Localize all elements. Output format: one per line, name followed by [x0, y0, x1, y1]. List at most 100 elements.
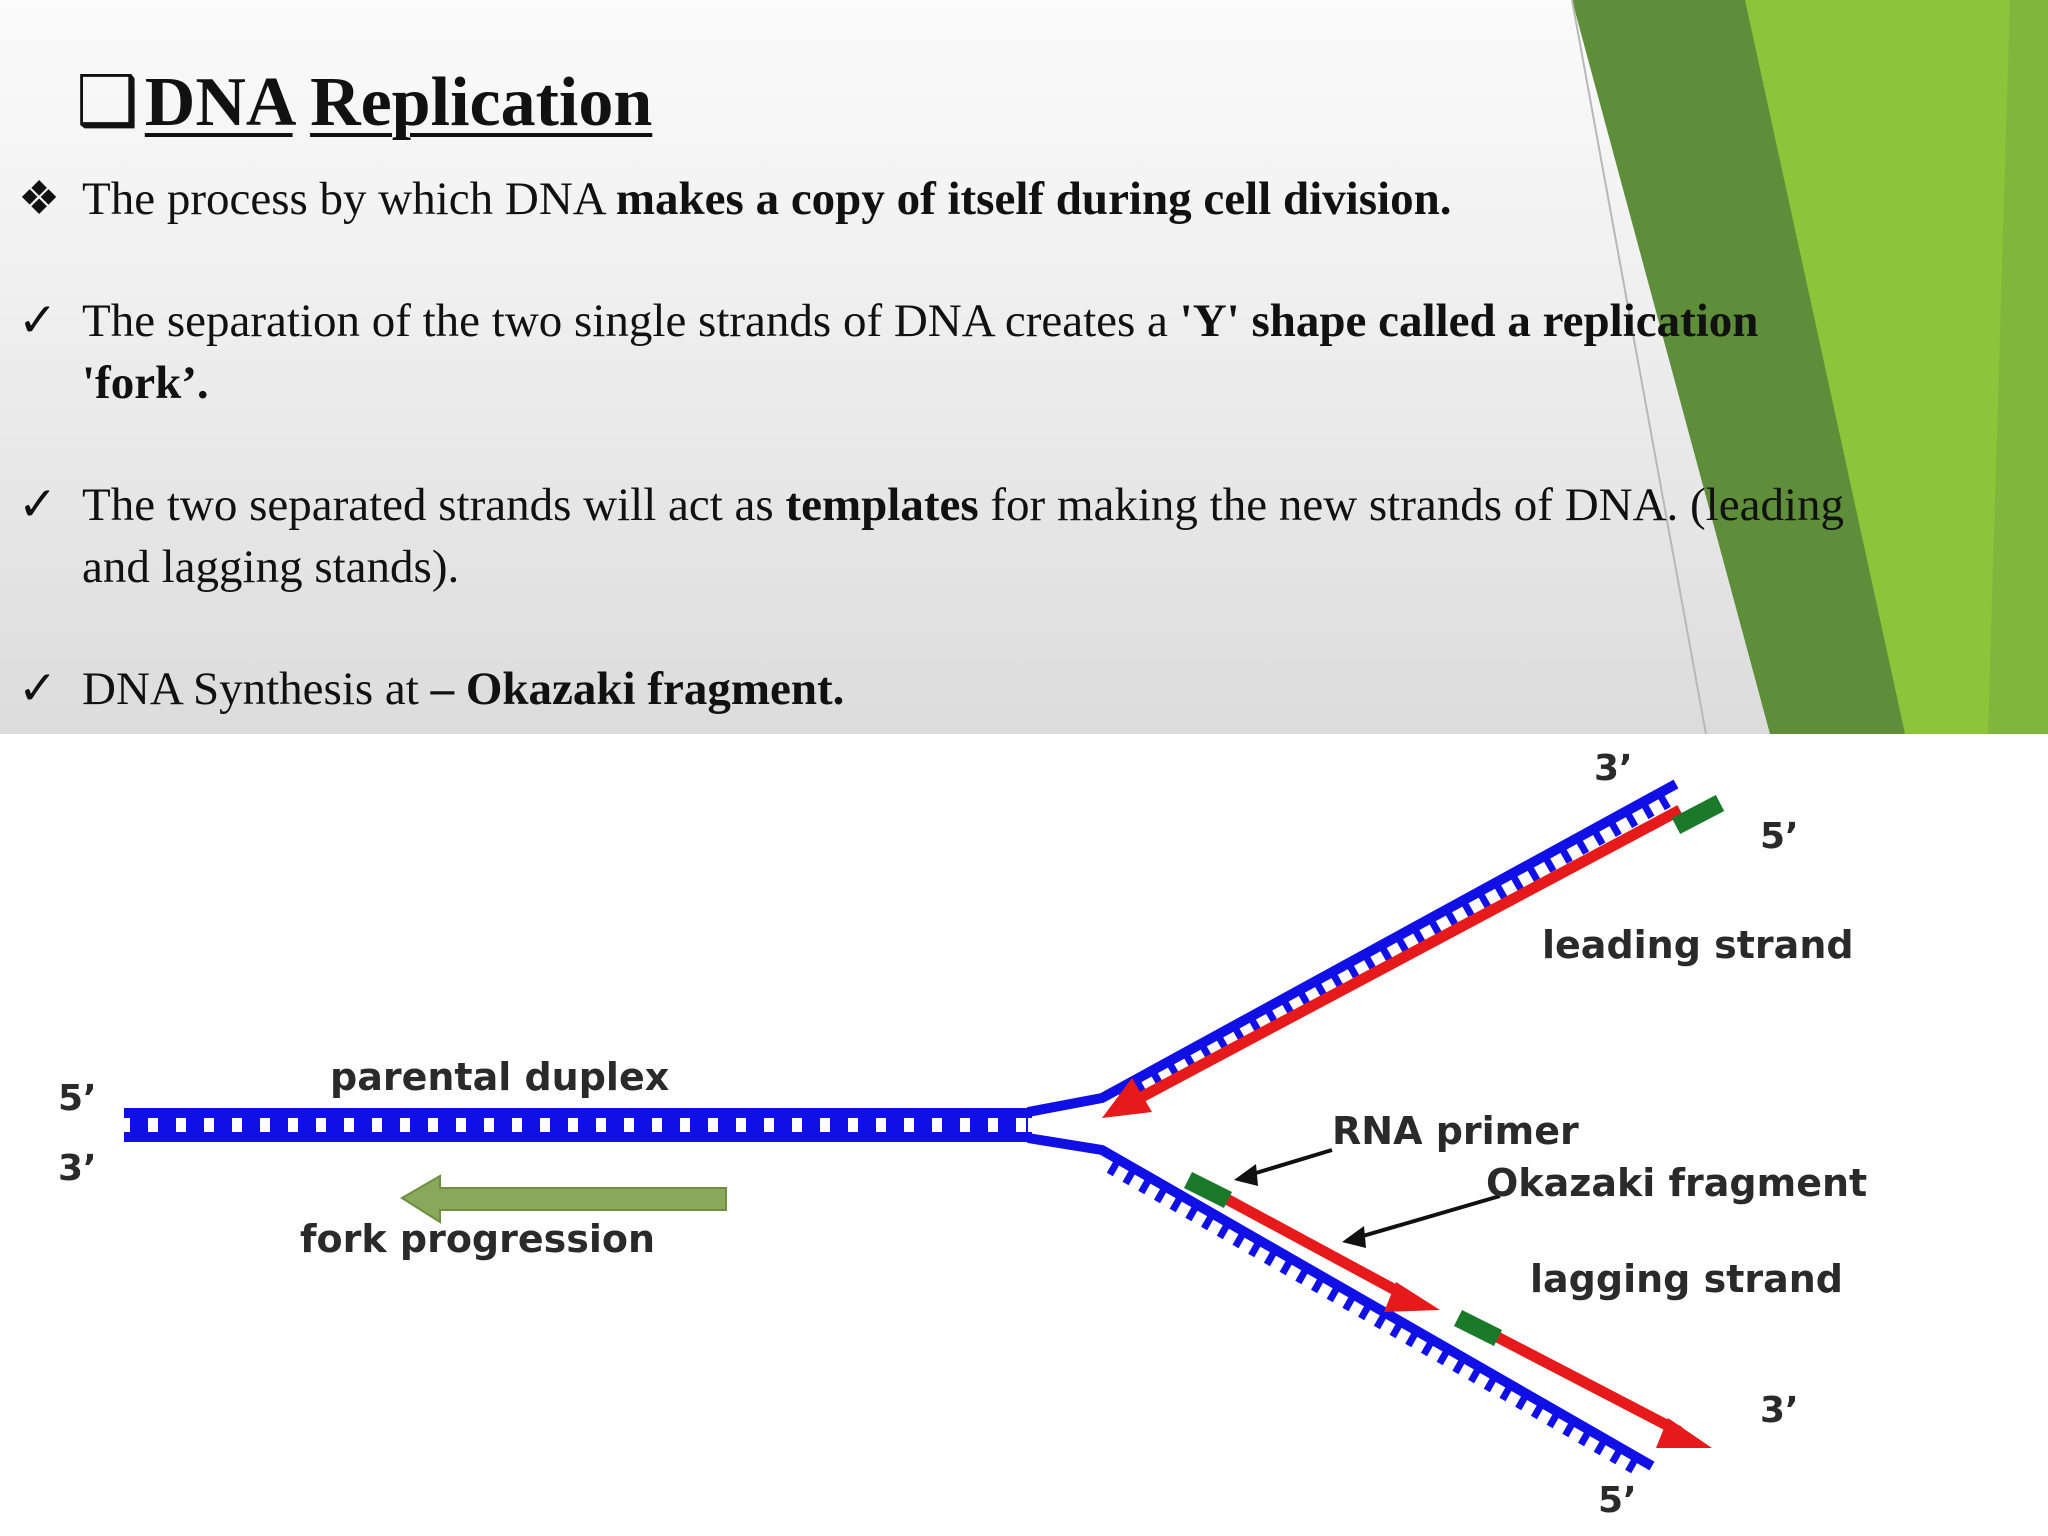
title-word-dna: DNA — [144, 64, 293, 141]
base-pair-rung — [1542, 855, 1557, 873]
base-pair-rung — [1232, 1230, 1247, 1249]
label-lower-red-end: 3’ — [1760, 1390, 1799, 1431]
base-pair-rung — [1436, 1347, 1451, 1366]
base-pair-rung — [1483, 1374, 1498, 1393]
base-pair-rung — [1169, 1194, 1184, 1213]
parental-rung-band — [128, 1116, 1028, 1134]
base-pair-rung — [1420, 1338, 1436, 1357]
base-pair-rung — [1468, 1365, 1483, 1384]
okazaki-fragment-2-arrowhead — [1656, 1418, 1712, 1448]
leading-strand-arrowhead — [1102, 1078, 1152, 1118]
label-left-bottom-end: 3’ — [58, 1148, 97, 1189]
page-title: ❑DNA Replication — [76, 60, 652, 143]
lower-arm — [1027, 1133, 1712, 1474]
base-pair-rung — [1558, 846, 1573, 864]
base-pair-rung — [1395, 935, 1410, 954]
green-band-light — [1745, 0, 2048, 734]
base-pair-rung — [1216, 1221, 1231, 1240]
slide-header-area: ❑DNA Replication ❖ The process by which … — [0, 0, 2048, 734]
upper-template-strand — [1027, 779, 1679, 1117]
base-pair-rung — [1452, 1356, 1467, 1375]
bullet-3-line-1: The two separated strands will act as te… — [82, 479, 1845, 531]
label-parental-duplex: parental duplex — [330, 1055, 669, 1099]
okazaki-fragment-1 — [1207, 1185, 1413, 1303]
base-pair-rung — [1329, 971, 1344, 990]
base-pair-rung — [1530, 1401, 1545, 1420]
base-pair-rung — [1362, 953, 1377, 972]
label-lagging-strand: lagging strand — [1530, 1257, 1843, 1301]
diamond-bullet-icon: ❖ — [18, 173, 61, 225]
checkmark-icon: ✓ — [18, 479, 58, 531]
okazaki-fragment-2 — [1477, 1323, 1683, 1437]
base-pair-rung — [1546, 1410, 1561, 1429]
base-pair-rung — [1326, 1284, 1341, 1303]
label-okazaki-fragment: Okazaki fragment — [1486, 1161, 1867, 1205]
bullet-2-line-2: 'fork’. — [82, 357, 209, 409]
base-pair-rung — [1444, 908, 1459, 927]
base-pair-rung — [1525, 864, 1541, 882]
base-pair-rung — [1625, 1455, 1640, 1474]
bullet-3-line-2: and lagging stands). — [82, 541, 460, 593]
base-pair-rung — [1591, 828, 1606, 846]
upper-rungs — [1117, 792, 1671, 1106]
label-leading-strand: leading strand — [1542, 923, 1854, 967]
okazaki-fragment-1-arrowhead — [1384, 1282, 1440, 1312]
base-pair-rung — [1378, 944, 1393, 963]
base-pair-rung — [1405, 1329, 1420, 1348]
fork-progression-arrow — [400, 1174, 727, 1224]
base-pair-rung — [1295, 1266, 1310, 1285]
base-pair-rung — [1476, 891, 1491, 909]
base-pair-rung — [1342, 1293, 1357, 1312]
label-upper-red-end: 5’ — [1760, 816, 1799, 857]
base-pair-rung — [1201, 1212, 1216, 1231]
bullet-1-text: The process by which DNA makes a copy of… — [82, 173, 1452, 225]
base-pair-rung — [1577, 1428, 1593, 1447]
green-band-mid — [1988, 0, 2048, 734]
base-pair-rung — [1607, 819, 1622, 838]
base-pair-rung — [1106, 1158, 1121, 1177]
base-pair-rung — [1373, 1311, 1388, 1330]
replication-fork-diagram: parental duplex fork progression leading… — [58, 748, 1867, 1521]
base-pair-rung — [1575, 837, 1590, 855]
label-rna-primer: RNA primer — [1332, 1109, 1579, 1153]
upper-arm — [1027, 779, 1725, 1118]
checkmark-icon: ✓ — [18, 663, 58, 715]
rna-primer-pointer-head — [1234, 1164, 1258, 1186]
label-left-top-end: 5’ — [58, 1078, 97, 1119]
base-pair-rung — [1122, 1167, 1137, 1186]
rna-primer-pointer — [1245, 1148, 1333, 1178]
base-pair-rung — [1609, 1446, 1624, 1465]
base-pair-rung — [1562, 1419, 1577, 1438]
base-pair-rung — [1460, 900, 1475, 918]
okazaki-pointer-head — [1342, 1226, 1366, 1248]
bullet-4-text: DNA Synthesis at – Okazaki fragment. — [82, 663, 845, 715]
base-pair-rung — [1515, 1392, 1530, 1411]
base-pair-rung — [1509, 873, 1524, 891]
parental-duplex — [124, 1108, 1032, 1142]
label-fork-progression: fork progression — [300, 1217, 655, 1261]
base-pair-rung — [1656, 792, 1671, 811]
base-pair-rung — [1593, 1437, 1608, 1456]
leading-primer — [1671, 795, 1725, 834]
title-box-icon: ❑ — [76, 64, 139, 141]
base-pair-rung — [1313, 980, 1328, 998]
base-pair-rung — [1499, 1383, 1514, 1402]
base-pair-rung — [1640, 801, 1655, 820]
base-pair-rung — [1153, 1185, 1169, 1204]
green-decoration — [1571, 0, 2048, 734]
lower-template-strand — [1027, 1133, 1655, 1471]
base-pair-rung — [1346, 962, 1361, 981]
base-pair-rung — [1358, 1302, 1373, 1321]
label-upper-blue-end: 3’ — [1594, 748, 1633, 789]
rna-primer-1 — [1183, 1171, 1233, 1209]
deco-thin-line — [1571, 0, 1707, 734]
parental-bottom-strand — [124, 1132, 1032, 1142]
parental-top-strand — [124, 1108, 1032, 1118]
base-pair-rung — [1493, 882, 1508, 900]
base-pair-rung — [1248, 1239, 1263, 1258]
bullet-2-line-1: The separation of the two single strands… — [82, 295, 1759, 347]
label-lower-blue-end: 5’ — [1598, 1480, 1637, 1521]
rna-primer-2 — [1453, 1309, 1503, 1347]
base-pair-rung — [1185, 1203, 1200, 1222]
title-word-replication: Replication — [310, 64, 653, 141]
